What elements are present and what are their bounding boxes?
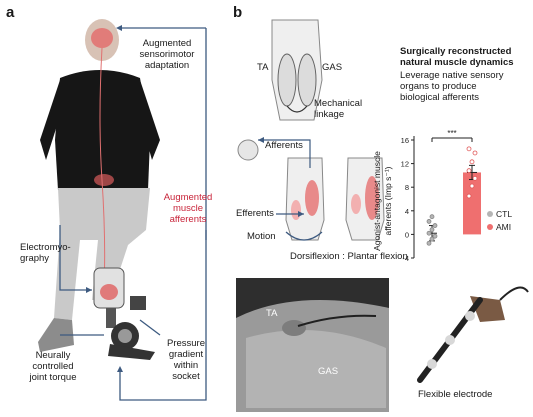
y-tick-label: 12 <box>401 160 409 169</box>
torque-label: Neurally controlled joint torque <box>29 350 77 383</box>
data-point-ctl <box>426 230 432 236</box>
y-tick-label: 16 <box>401 136 409 145</box>
y-tick-label: -4 <box>402 254 409 263</box>
panel-b-subtitle: Leverage native sensory organs to produc… <box>400 70 504 103</box>
afferents-schematic-label: Afferents <box>265 140 303 151</box>
panel-b-letter: b <box>233 4 243 21</box>
leg-schematic-top <box>271 19 323 121</box>
photo-ta-label: TA <box>266 308 278 319</box>
data-point-ami <box>469 183 475 189</box>
motion-label: Motion <box>247 231 276 242</box>
data-point-ami <box>472 175 478 181</box>
panel-a-letter: a <box>6 4 15 21</box>
panel-a-arrows <box>59 27 207 401</box>
leg-schematic-right <box>345 157 385 241</box>
legend-label-ctl: CTL <box>496 209 512 219</box>
data-point-ctl <box>429 214 435 220</box>
nerve-line <box>99 47 106 291</box>
prosthesis <box>93 267 155 360</box>
data-point-ctl <box>429 236 435 242</box>
linkage-label: Mechanical linkage <box>314 98 363 120</box>
emg-label: Electromyo- graphy <box>20 242 71 264</box>
data-point-ami <box>466 146 472 152</box>
data-point-ami <box>472 150 478 156</box>
leg-photo: TA GAS <box>236 278 389 412</box>
efferents-label: Efferents <box>236 208 274 219</box>
y-tick-label: 0 <box>405 230 409 239</box>
gas-label-top: GAS <box>322 62 343 73</box>
data-point-ctl <box>432 223 438 228</box>
data-point-ami <box>466 193 472 199</box>
dorsiflexion-label: Dorsiflexion : Plantar flexion <box>290 251 408 262</box>
sensorimotor-label: Augmented sensorimotor adaptation <box>139 38 195 71</box>
data-point-ami <box>469 159 475 165</box>
bar-ami <box>463 172 481 235</box>
significance-label: *** <box>447 129 456 138</box>
data-point-ctl <box>426 219 432 224</box>
legend-marker-ctl <box>487 211 493 217</box>
ta-label-top: TA <box>257 62 269 73</box>
legend-marker-ami <box>487 224 493 230</box>
person-silhouette <box>38 19 160 352</box>
data-point-ctl <box>426 240 432 246</box>
leg-schematic-middle <box>285 157 325 241</box>
data-point-ctl <box>429 227 435 233</box>
thigh-highlight <box>94 174 114 186</box>
data-point-ctl <box>432 233 438 239</box>
brain-highlight <box>91 28 113 48</box>
y-tick-label: 8 <box>405 183 409 192</box>
pressure-label: Pressure gradient within socket <box>166 338 205 382</box>
photo-gas-label: GAS <box>318 366 339 377</box>
y-tick-label: 4 <box>405 207 409 216</box>
legend-label-ami: AMI <box>496 222 511 232</box>
data-point-ami <box>466 168 472 174</box>
afferents-label: Augmented muscle afferents <box>163 192 213 225</box>
electrode-caption: Flexible electrode <box>418 389 493 400</box>
panel-b-title: Surgically reconstructed natural muscle … <box>400 46 514 68</box>
